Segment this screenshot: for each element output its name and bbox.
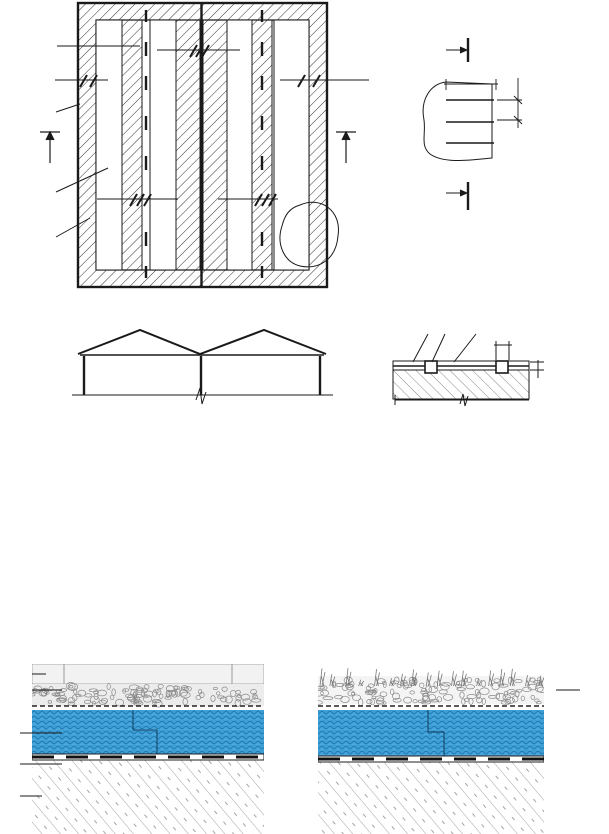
roof-plan — [40, 1, 369, 289]
section-marker-right — [336, 130, 356, 163]
plan-slash-marks — [55, 44, 369, 207]
paving-slabs — [32, 664, 264, 685]
plan-strip-center-left — [175, 19, 201, 271]
gravel-insulated-roof — [318, 668, 580, 834]
plan-leader-lines — [55, 45, 140, 238]
section-marker-left — [40, 130, 60, 163]
building-section — [72, 328, 333, 405]
paved-insulated-roof — [20, 664, 264, 834]
floor-detail — [392, 333, 544, 407]
joint-detail-blob — [422, 81, 493, 161]
plan-strip-left — [121, 19, 143, 271]
plan-strip-center-right — [202, 19, 228, 271]
detail-callout-circle — [279, 201, 339, 268]
paved-roof-leaders — [20, 673, 62, 797]
insulation-layer — [32, 710, 264, 754]
plan-dash-marks — [144, 10, 264, 278]
insulation-layer-2 — [318, 710, 544, 756]
roof-profile — [77, 328, 327, 356]
joint-detail — [422, 38, 523, 210]
joint-dimension — [444, 78, 523, 128]
